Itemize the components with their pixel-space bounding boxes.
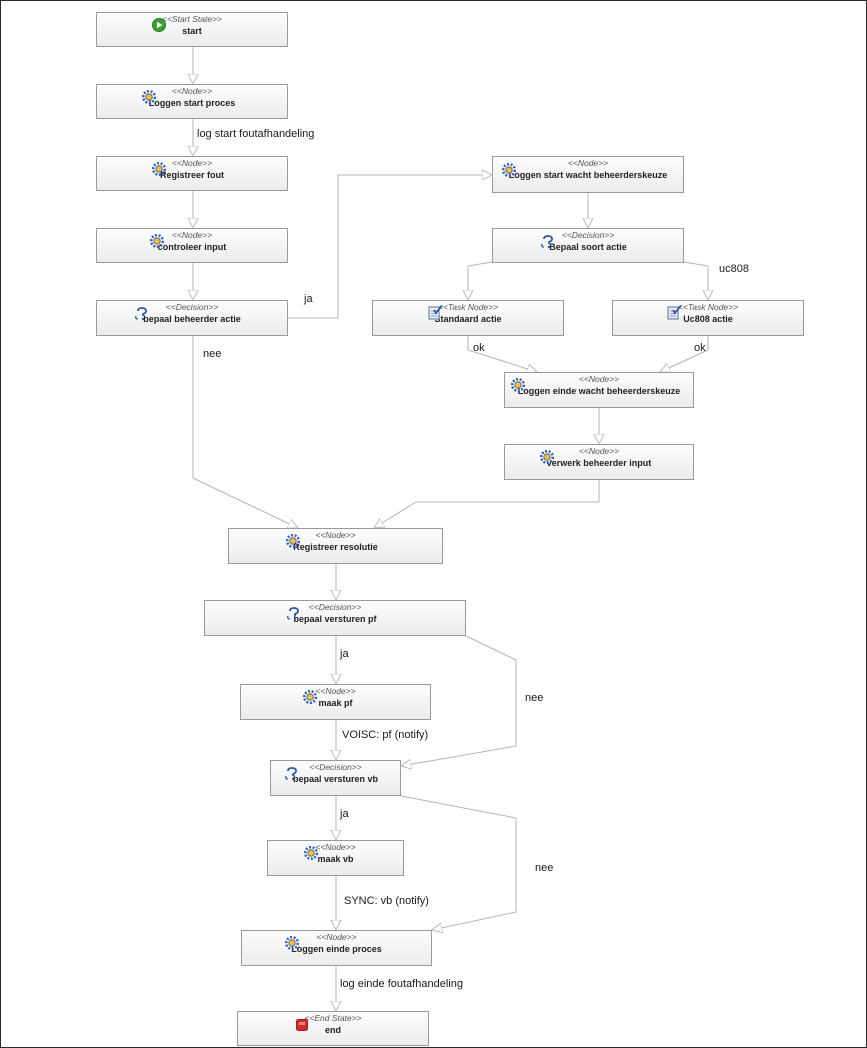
decision-bepaal-beheerder-actie[interactable]: <<Decision>> bepaal beheerder actie [96,300,288,336]
task-icon [428,305,443,320]
edge-to-uc808 [683,261,708,300]
gear-icon [286,534,300,548]
edge-nee2 [401,635,517,766]
decision-bepaal-versturen-pf[interactable]: <<Decision>> bepaal versturen pf [204,600,466,636]
edge-label-nee: nee [525,692,544,704]
node-title: Standaard actie [434,314,502,324]
stereotype-label: <<Node>> [315,842,356,852]
gear-icon [150,234,164,248]
gear-icon [511,378,525,392]
stereotype-label: <<Decision>> [561,230,615,240]
edge-label-voisc: VOISC: pf (notify) [342,729,429,741]
node-loggen-start-proces[interactable]: <<Node>> Loggen start proces [96,84,288,119]
decision-icon [285,767,297,781]
gear-icon [142,90,156,104]
gear-icon [285,936,299,950]
edge-verwerk-regresolutie [374,480,600,528]
edge-label-nee: nee [203,348,222,360]
node-title: Loggen start wacht beheerderskeuze [508,170,668,180]
decision-icon [287,607,299,621]
node-title: verwerk beheerder input [546,458,652,468]
end-state-node[interactable]: <<End State>> end [237,1011,429,1046]
gear-icon [304,846,318,860]
node-title: bepaal versturen pf [293,614,377,624]
edge-label-uc808: uc808 [719,263,749,275]
decision-bepaal-versturen-vb[interactable]: <<Decision>> bepaal versturen vb [270,760,401,796]
stereotype-label: <<Node>> [578,446,620,456]
node-title: bepaal versturen vb [292,774,379,784]
task-node-standaard-actie[interactable]: <<Task Node>> Standaard actie [372,300,564,336]
gear-icon [152,162,166,176]
edge-label-nee: nee [535,862,554,874]
edge-label-ja: ja [340,648,349,660]
node-registreer-resolutie[interactable]: <<Node>> Registreer resolutie [228,528,443,564]
gear-icon [502,163,516,177]
edge-ja1 [288,175,492,319]
end-state-icon [296,1019,308,1031]
node-verwerk-beheerder-input[interactable]: <<Node>> verwerk beheerder input [504,444,694,480]
edge-label-ja: ja [340,808,349,820]
stereotype-label: <<Node>> [171,230,213,240]
edge-to-standaard [468,261,493,300]
stereotype-label: <<Task Node>> [677,302,739,312]
edge-ok1 [467,336,537,372]
node-title: maak pf [318,698,353,708]
decision-icon [541,235,553,249]
start-state-node[interactable]: <<Start State>> start [96,12,288,47]
node-title: maak vb [317,854,354,864]
node-title: Uc808 actie [683,314,733,324]
stereotype-label: <<Node>> [578,374,620,384]
node-loggen-einde-proces[interactable]: <<Node>> Loggen einde proces [241,930,432,966]
stereotype-label: <<Decision>> [308,602,362,612]
gear-icon [303,690,317,704]
node-title: controleer input [157,242,227,252]
node-title: start [182,26,202,36]
task-icon [667,305,682,320]
stereotype-label: <<Node>> [567,158,609,168]
node-loggen-einde-wacht[interactable]: <<Node>> Loggen einde wacht beheerderske… [504,372,694,408]
edge-label-ja: ja [304,293,313,305]
node-title: Loggen einde proces [291,944,382,954]
node-maak-vb[interactable]: <<Node>> maak vb [267,840,404,876]
stereotype-label: <<Node>> [316,932,357,942]
edge-label-ok: ok [694,342,706,354]
stereotype-label: <<Node>> [315,686,356,696]
node-title: Loggen start proces [148,98,236,108]
node-title: Registreer fout [159,170,224,180]
node-controleer-input[interactable]: <<Node>> controleer input [96,228,288,263]
stereotype-label: <<Node>> [315,530,356,540]
node-title: Registreer resolutie [293,542,378,552]
node-title: bepaal beheerder actie [143,314,241,324]
node-title: Bepaal soort actie [549,242,627,252]
edge-label-log-start: log start foutafhandeling [197,128,315,140]
stereotype-label: <<Start State>> [161,14,222,24]
node-loggen-start-wacht[interactable]: <<Node>> Loggen start wacht beheerderske… [492,156,684,193]
gear-icon [540,450,554,464]
start-state-icon [152,18,166,32]
node-title: end [324,1025,341,1035]
stereotype-label: <<End State>> [304,1013,362,1023]
node-title: Loggen einde wacht beheerderskeuze [517,386,681,396]
edge-label-ok: ok [473,342,485,354]
node-registreer-fout[interactable]: <<Node>> Registreer fout [96,156,288,191]
stereotype-label: <<Decision>> [309,762,362,772]
node-maak-pf[interactable]: <<Node>> maak pf [240,684,431,720]
decision-bepaal-soort-actie[interactable]: <<Decision>> Bepaal soort actie [492,228,684,263]
decision-icon [135,307,147,321]
stereotype-label: <<Decision>> [165,302,219,312]
edge-label-sync: SYNC: vb (notify) [344,895,429,907]
edge-nee1 [192,336,298,528]
edge-ok2 [660,336,709,372]
edge-label-log-einde: log einde foutafhandeling [340,978,463,990]
stereotype-label: <<Task Node>> [437,302,499,312]
stereotype-label: <<Node>> [171,158,213,168]
stereotype-label: <<Node>> [171,86,213,96]
edge-nee3 [400,795,517,930]
task-node-uc808-actie[interactable]: <<Task Node>> Uc808 actie [612,300,804,336]
